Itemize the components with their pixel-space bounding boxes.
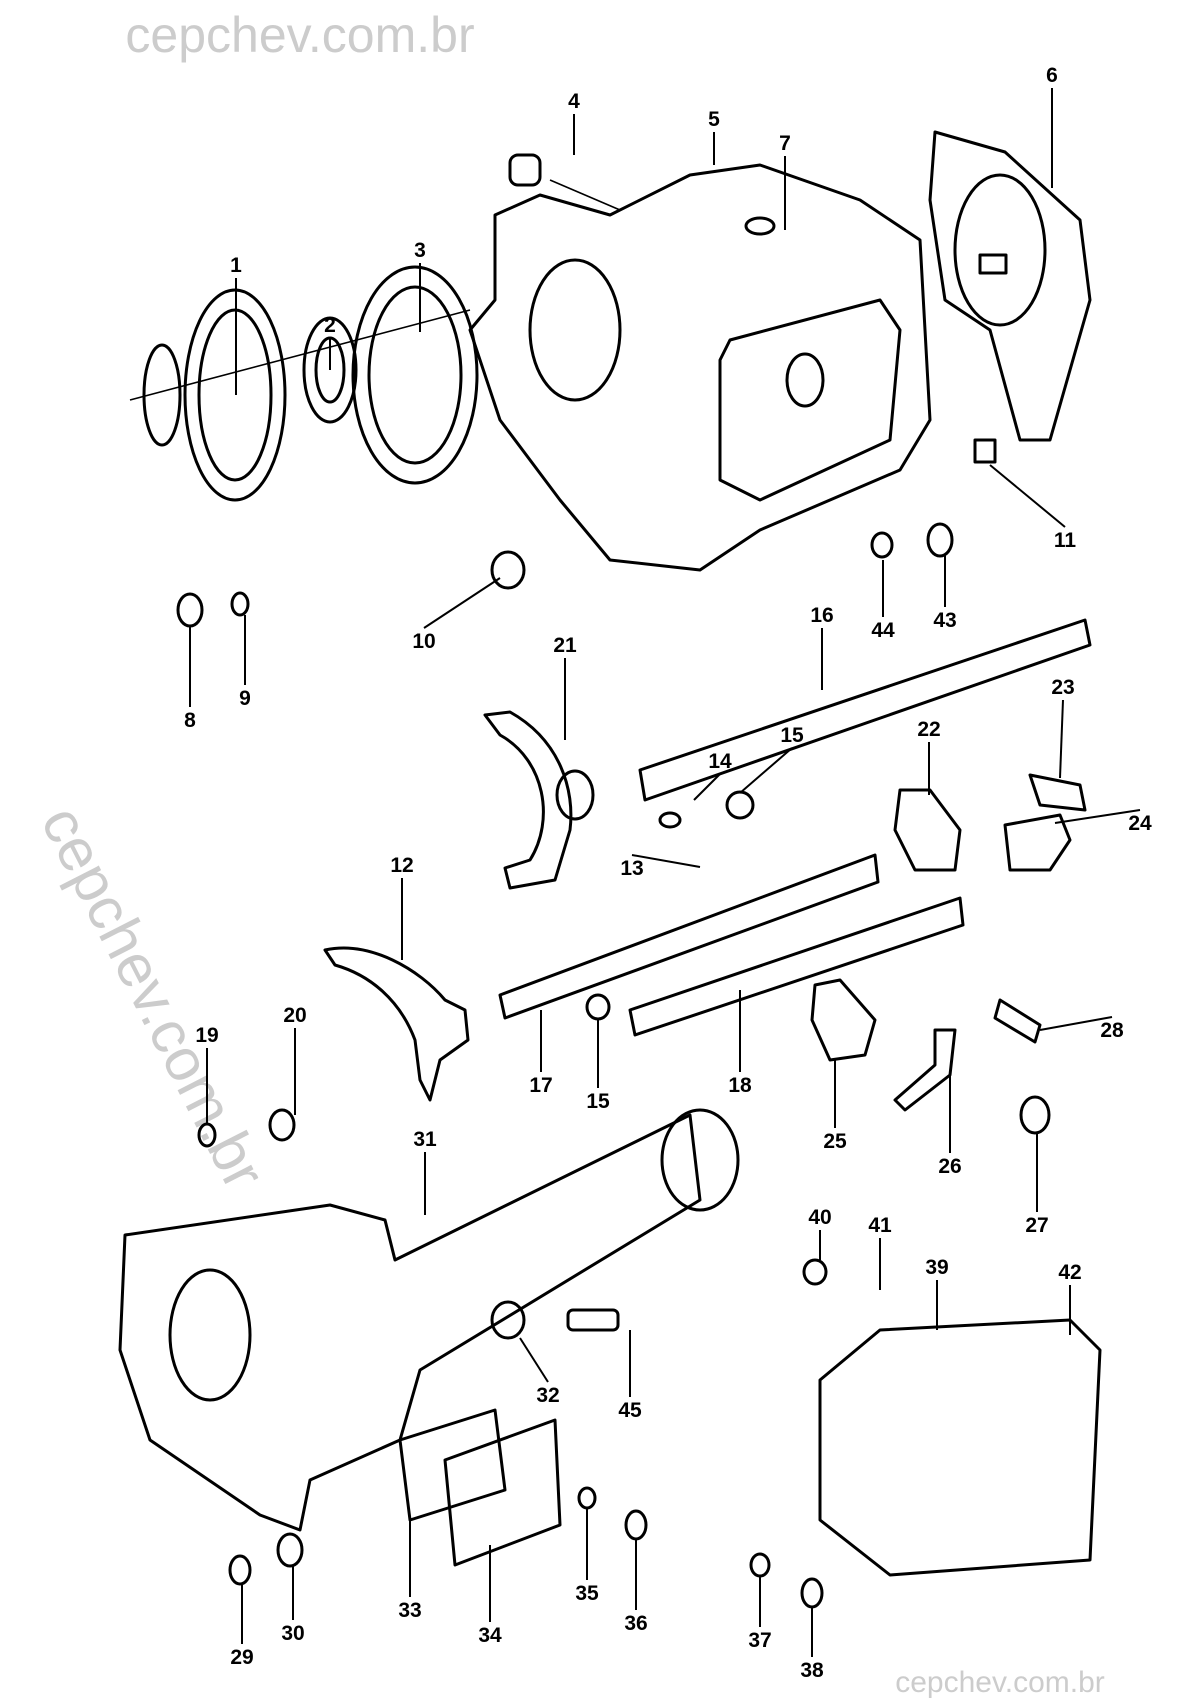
part-label[interactable]: 6 bbox=[1046, 64, 1058, 87]
vent bbox=[490, 550, 526, 590]
part-label[interactable]: 37 bbox=[748, 1629, 771, 1652]
part-label[interactable]: 15 bbox=[780, 724, 804, 747]
part-label[interactable]: 34 bbox=[478, 1624, 502, 1647]
fork-25 bbox=[810, 978, 877, 1062]
pin-28 bbox=[993, 998, 1042, 1044]
watermark-bottom: cepchev.com.br bbox=[895, 1666, 1105, 1699]
side-cover-39-42 bbox=[818, 1318, 1102, 1577]
part-label[interactable]: 4 bbox=[568, 90, 580, 113]
part-label[interactable]: 15 bbox=[586, 1090, 610, 1113]
part-label[interactable]: 33 bbox=[398, 1599, 421, 1622]
part-label[interactable]: 14 bbox=[708, 750, 732, 773]
part-label[interactable]: 36 bbox=[624, 1612, 647, 1635]
leader-line bbox=[1039, 1016, 1113, 1031]
part-label[interactable]: 31 bbox=[413, 1128, 437, 1151]
part-label[interactable]: 21 bbox=[553, 634, 577, 657]
fill-plug bbox=[744, 216, 776, 236]
part-label[interactable]: 8 bbox=[184, 709, 196, 732]
lever-26 bbox=[893, 1028, 957, 1112]
washer-nut-29-30 bbox=[228, 1532, 304, 1586]
part-label[interactable]: 5 bbox=[708, 108, 720, 131]
part-label[interactable]: 26 bbox=[938, 1155, 961, 1178]
part-label[interactable]: 9 bbox=[239, 687, 251, 710]
bolt-washer-35-36 bbox=[577, 1486, 648, 1541]
leader-line bbox=[989, 464, 1066, 528]
plug-40-spring-41 bbox=[802, 1258, 828, 1286]
part-label[interactable]: 7 bbox=[779, 132, 791, 155]
part-label[interactable]: 45 bbox=[618, 1399, 642, 1422]
part-label[interactable]: 17 bbox=[529, 1074, 552, 1097]
fork-24 bbox=[1003, 813, 1072, 872]
part-label[interactable]: 30 bbox=[281, 1622, 304, 1645]
seal-32-speedo-45 bbox=[490, 1300, 620, 1340]
part-label[interactable]: 43 bbox=[933, 609, 956, 632]
part-label[interactable]: 13 bbox=[620, 857, 643, 880]
leader-line bbox=[1059, 699, 1064, 779]
interlock-13-14-15 bbox=[585, 790, 755, 1021]
part-label[interactable]: 39 bbox=[925, 1256, 948, 1279]
transmission-case bbox=[468, 163, 932, 572]
part-label[interactable]: 3 bbox=[414, 239, 426, 262]
seal-27 bbox=[1019, 1095, 1051, 1135]
plug bbox=[508, 153, 621, 211]
part-label[interactable]: 20 bbox=[283, 1004, 306, 1027]
leader-line bbox=[739, 747, 793, 794]
part-label[interactable]: 16 bbox=[810, 604, 833, 627]
part-label[interactable]: 1 bbox=[230, 254, 242, 277]
part-label[interactable]: 27 bbox=[1025, 1214, 1048, 1237]
gasket-33-cover-34 bbox=[398, 1408, 562, 1567]
part-label[interactable]: 11 bbox=[1054, 529, 1077, 552]
front-gasket bbox=[351, 265, 479, 485]
part-label[interactable]: 28 bbox=[1100, 1019, 1124, 1042]
part-label[interactable]: 44 bbox=[871, 619, 895, 642]
rear-gasket bbox=[928, 130, 1092, 442]
part-label[interactable]: 24 bbox=[1128, 812, 1152, 835]
watermark-diagonal: cepchev.com.br bbox=[28, 795, 278, 1199]
leader-lines bbox=[189, 88, 1141, 1657]
shift-rail-18 bbox=[628, 896, 965, 1037]
shift-fork-21 bbox=[483, 710, 595, 890]
part-label[interactable]: 41 bbox=[868, 1214, 892, 1237]
part-label[interactable]: 18 bbox=[728, 1074, 752, 1097]
part-label[interactable]: 38 bbox=[800, 1659, 824, 1682]
part-label[interactable]: 19 bbox=[195, 1024, 218, 1047]
watermark-top: cepchev.com.br bbox=[125, 7, 474, 63]
part-label[interactable]: 29 bbox=[230, 1646, 253, 1669]
shift-rail-17 bbox=[498, 853, 880, 1020]
part-label[interactable]: 22 bbox=[917, 718, 940, 741]
part-label[interactable]: 12 bbox=[390, 854, 413, 877]
part-label[interactable]: 42 bbox=[1058, 1261, 1081, 1284]
leader-line bbox=[693, 773, 721, 801]
leader-line bbox=[631, 854, 701, 868]
part-label[interactable]: 23 bbox=[1051, 676, 1074, 699]
part-label[interactable]: 25 bbox=[823, 1130, 847, 1153]
leader-line bbox=[423, 577, 501, 629]
part-label[interactable]: 40 bbox=[808, 1206, 831, 1229]
bolt-washer-37-38 bbox=[749, 1552, 824, 1609]
shift-fork-12 bbox=[323, 946, 470, 1102]
part-label[interactable]: 2 bbox=[324, 314, 336, 337]
studs-bolts bbox=[870, 253, 1008, 559]
part-label[interactable]: 32 bbox=[536, 1384, 559, 1407]
leader-line bbox=[1054, 809, 1141, 824]
part-label[interactable]: 35 bbox=[575, 1582, 599, 1605]
extension-housing-31 bbox=[118, 1108, 740, 1532]
shift-rail-16 bbox=[638, 618, 1092, 802]
bolt-washer-8-9 bbox=[176, 591, 250, 628]
leader-line bbox=[519, 1337, 549, 1383]
part-label[interactable]: 10 bbox=[412, 630, 435, 653]
